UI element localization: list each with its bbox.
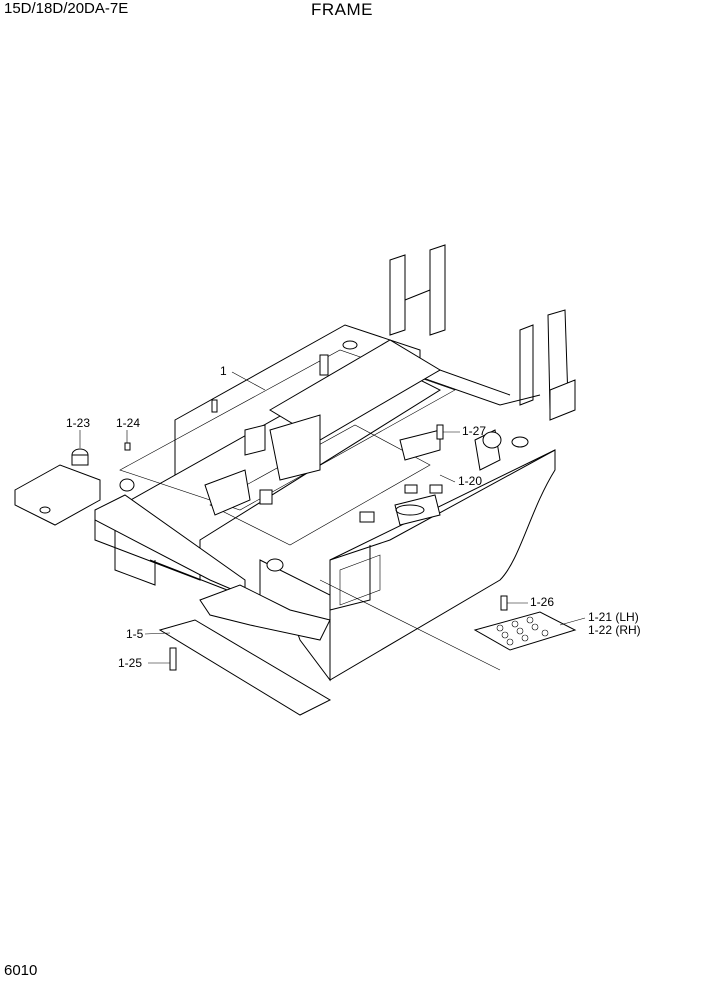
leader-lines bbox=[79, 371, 586, 664]
callout-1-5: 1-5 bbox=[126, 627, 144, 641]
bolt-1-27 bbox=[436, 424, 444, 440]
callout-1-20: 1-20 bbox=[458, 474, 483, 488]
frame-main-body bbox=[14, 244, 577, 716]
step-pad-holes bbox=[496, 616, 549, 646]
callout-1-24: 1-24 bbox=[116, 416, 141, 430]
model-code: 15D/18D/20DA-7E bbox=[4, 0, 129, 17]
callout-1-25: 1-25 bbox=[118, 656, 143, 670]
callout-1-21-lh: 1-21 (LH) bbox=[588, 610, 639, 624]
bolt-1-24 bbox=[124, 442, 131, 451]
callout-1: 1 bbox=[220, 364, 227, 378]
callout-1-23: 1-23 bbox=[66, 416, 91, 430]
callout-1-22-rh: 1-22 (RH) bbox=[588, 623, 641, 637]
callout-1-26: 1-26 bbox=[530, 595, 555, 609]
bolt-1-25 bbox=[169, 647, 177, 671]
page-title: FRAME bbox=[311, 0, 373, 19]
page-number: 6010 bbox=[4, 962, 38, 979]
callout-1-27: 1-27 bbox=[462, 424, 487, 438]
bolt-1-26 bbox=[500, 595, 508, 611]
